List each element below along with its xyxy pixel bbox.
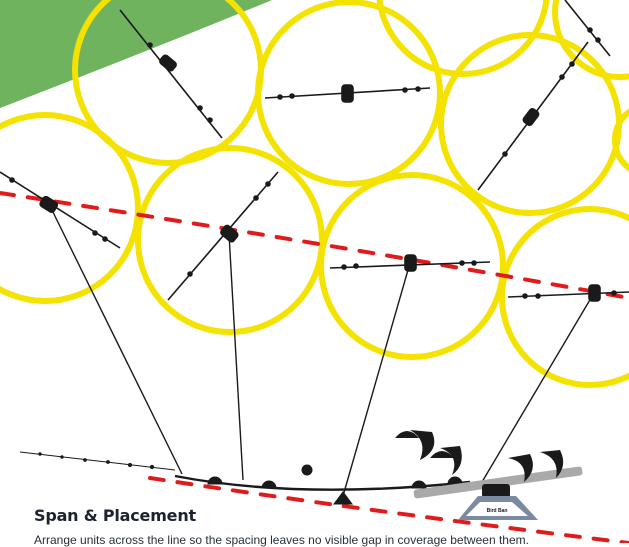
coverage-ring — [255, 0, 443, 187]
rotor-unit — [477, 41, 589, 191]
cup-icon — [207, 476, 223, 485]
cup-icon — [447, 476, 463, 485]
coverage-ring — [499, 206, 629, 388]
device-brand-label: Bird Ban — [487, 508, 508, 514]
rotor-unit — [167, 171, 279, 301]
coverage-rings — [0, 0, 629, 388]
rotor-unit — [0, 171, 121, 249]
ball-icon — [301, 464, 313, 476]
cup-icon — [411, 480, 427, 489]
section-heading: Span & Placement — [34, 506, 196, 525]
guide-lines — [48, 203, 595, 497]
power-line-lower — [148, 476, 629, 543]
cup-icon — [261, 480, 277, 489]
rotor-unit — [507, 284, 629, 302]
coverage-ring — [318, 172, 506, 360]
coverage-ring — [552, 0, 629, 80]
section-intro: Arrange units across the line so the spa… — [34, 533, 529, 547]
ground-bar — [174, 464, 471, 505]
corner-banner — [0, 0, 272, 108]
power-line-upper — [0, 191, 629, 300]
rotor-unit — [119, 9, 223, 139]
distant-units — [19, 451, 176, 471]
rotor-arms-top — [119, 0, 611, 191]
rotor-unit — [264, 84, 431, 103]
rotor-unit — [564, 0, 611, 57]
coverage-ring — [612, 108, 629, 172]
coverage-ring — [0, 112, 141, 304]
bird-deterrent-device: Bird Ban — [395, 430, 583, 520]
coverage-ring — [376, 0, 550, 77]
